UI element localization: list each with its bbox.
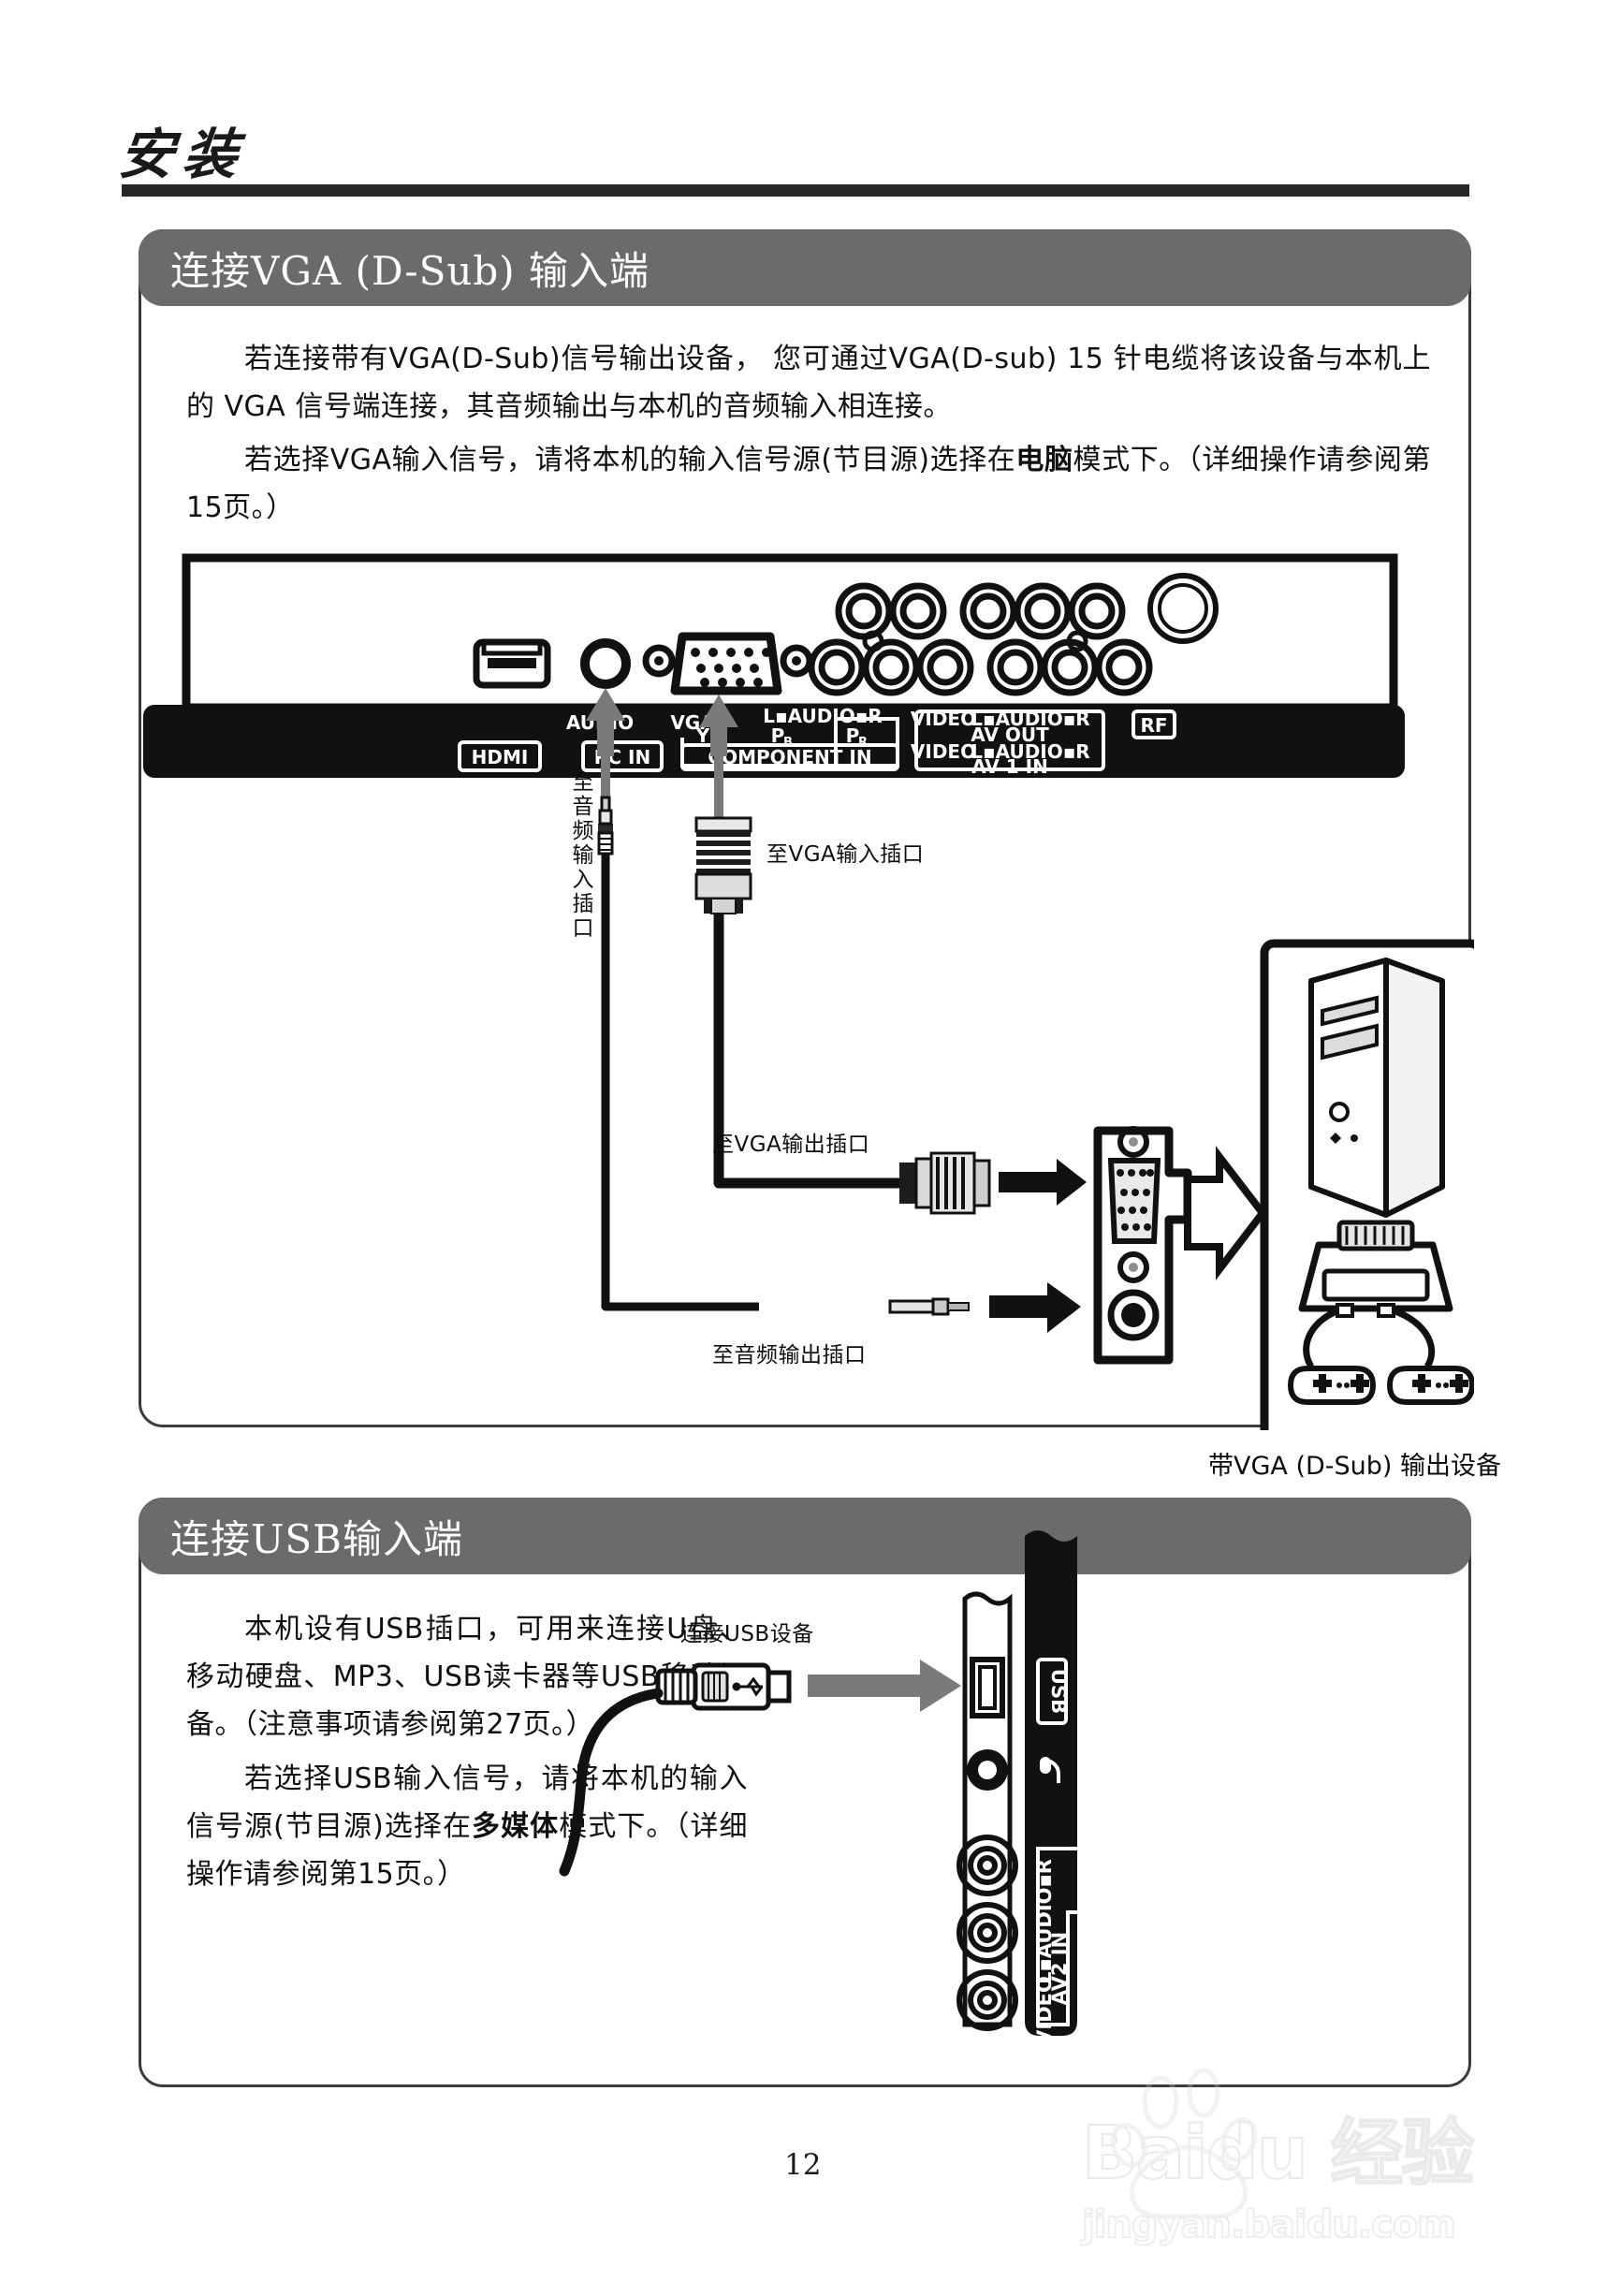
audio-jack-port-icon <box>580 638 631 689</box>
usb-port-icon <box>970 1657 1005 1718</box>
svg-text:L▪AUDIO▪R: L▪AUDIO▪R <box>1033 1859 1056 1984</box>
pointer-arrow-to-computer <box>1184 1146 1268 1280</box>
label-to-vga-input-jack: 至VGA输入插口 <box>766 842 925 867</box>
svg-text:AV OUT: AV OUT <box>971 724 1049 746</box>
pointer-arrow-vga <box>699 695 738 756</box>
vga-paragraph-1: 若连接带有VGA(D-Sub)信号输出设备， 您可通过VGA(D-sub) 15… <box>186 343 1431 423</box>
svg-text:R: R <box>858 736 868 750</box>
emphasis-text: 电脑 <box>1015 444 1073 476</box>
baidu-watermark: Baidu 经验 jingyan.baidu.com <box>1081 2068 1587 2273</box>
svg-text:HDMI: HDMI <box>472 746 529 768</box>
section-vga-card: 连接VGA (D-Sub) 输入端 若连接带有VGA(D-Sub)信号输出设备，… <box>139 229 1501 1481</box>
pointer-arrow-usb <box>808 1660 961 1712</box>
watermark-sub-text: jingyan.baidu.com <box>1081 2202 1457 2247</box>
emphasis-text: 多媒体 <box>472 1810 560 1843</box>
svg-text:VIDEO: VIDEO <box>1033 1976 1056 2045</box>
svg-text:RF: RF <box>1140 714 1167 737</box>
svg-text:AV 1 IN: AV 1 IN <box>971 755 1048 778</box>
rca-jacks-group <box>808 573 1219 696</box>
section-usb-card: 连接USB输入端 本机设有USB插口，可用来连接U盘、移动硬盘、MP3、USB读… <box>139 1498 1471 2087</box>
vga-plug-male-pc-end <box>899 1151 991 1215</box>
section-usb-title: 连接USB输入端 <box>170 1515 464 1562</box>
svg-text:P: P <box>846 724 860 747</box>
audio-plug-pc-end <box>888 1297 970 1316</box>
vga-plug-male <box>694 816 752 914</box>
svg-text:COMPONENT IN: COMPONENT IN <box>708 746 871 768</box>
svg-text:AV2 IN: AV2 IN <box>1048 1932 1071 2005</box>
pointer-arrow-audio-out <box>989 1282 1081 1333</box>
headphone-glyph-icon <box>1040 1757 1060 1783</box>
svg-text:L▪AUDIO▪R: L▪AUDIO▪R <box>763 705 882 727</box>
page-header: 安装 <box>0 0 1606 197</box>
section-vga-banner: 连接VGA (D-Sub) 输入端 <box>139 229 1471 306</box>
headphone-jack-port-icon <box>967 1749 1008 1791</box>
usb-paragraph-2: 若选择USB输入信号，请将本机的输入信号源(节目源)选择在多媒体模式下。（详细操… <box>186 1762 749 1891</box>
section-vga-title: 连接VGA (D-Sub) 输入端 <box>170 247 650 294</box>
svg-text:L▪AUDIO▪R: L▪AUDIO▪R <box>971 708 1089 730</box>
svg-text:PC IN: PC IN <box>594 746 650 768</box>
svg-text:B: B <box>783 736 793 750</box>
svg-text:VIDEO: VIDEO <box>911 708 976 730</box>
label-to-vga-output-jack: 至VGA输出插口 <box>712 1133 870 1157</box>
audio-plug-3p5mm <box>597 796 614 856</box>
section-usb-banner: 连接USB输入端 <box>139 1498 1471 1574</box>
hdmi-port-icon <box>473 638 551 689</box>
label-to-audio-output-jack: 至音频输出插口 <box>712 1343 867 1367</box>
svg-text:VIDEO: VIDEO <box>911 740 976 763</box>
page-number: 12 <box>784 2148 822 2182</box>
svg-text:L▪AUDIO▪R: L▪AUDIO▪R <box>971 740 1089 763</box>
svg-text:AUDIO: AUDIO <box>566 711 634 734</box>
label-to-audio-input-jack: 至音频输入插口 <box>568 770 592 941</box>
chapter-title: 安装 <box>115 123 251 186</box>
svg-text:VGA: VGA <box>670 711 715 734</box>
svg-text:P: P <box>771 724 785 747</box>
vga-paragraph-2: 若选择VGA输入信号，请将本机的输入信号源(节目源)选择在电脑模式下。（详细操作… <box>186 444 1432 524</box>
vga-dsub-port-icon <box>642 632 813 695</box>
pointer-arrow-audio <box>586 688 625 756</box>
av2-rca-jacks <box>956 1835 1018 2031</box>
usb-paragraph-1: 本机设有USB插口，可用来连接U盘、移动硬盘、MP3、USB读卡器等USB移动设… <box>186 1613 748 1741</box>
caption-vga-output-device: 带VGA (D-Sub) 输出设备 <box>1208 1452 1502 1481</box>
pointer-arrow-vga-out <box>999 1159 1087 1206</box>
computer-device-box <box>1260 939 1474 1430</box>
pc-io-plate <box>1093 1126 1192 1365</box>
header-divider <box>122 184 1469 197</box>
watermark-main-text: Baidu 经验 <box>1081 2111 1475 2197</box>
svg-text:USB: USB <box>1047 1669 1070 1714</box>
svg-text:Y: Y <box>695 724 710 747</box>
